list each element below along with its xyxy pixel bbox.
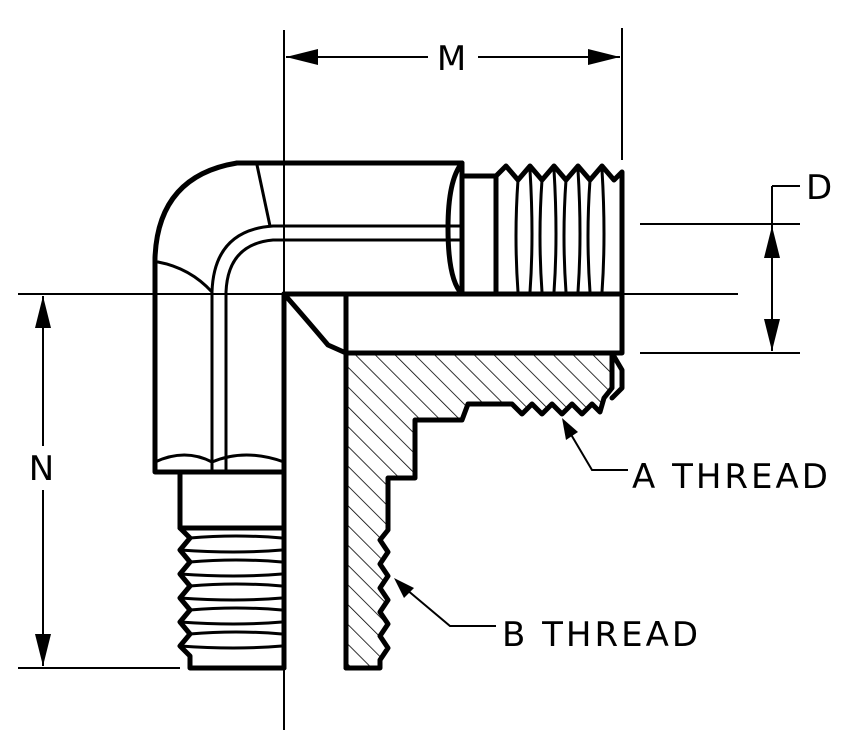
hex-facet-line-1 <box>255 163 272 228</box>
b-thread-shoulder <box>177 469 287 531</box>
d-label: D <box>806 168 835 208</box>
b-thread-leader <box>399 583 496 627</box>
inner-bore-line-outer <box>210 224 464 472</box>
m-label: M <box>437 39 469 79</box>
fitting-exterior-view <box>152 160 625 671</box>
b-thread-outline-left <box>177 525 287 671</box>
inner-bore-line-inner <box>224 238 464 472</box>
neck-shoulder <box>459 173 499 297</box>
b-thread-callout: B THREAD <box>394 578 701 655</box>
a-thread-leader <box>565 425 628 471</box>
a-thread-label: A THREAD <box>632 457 831 497</box>
bore-fillet-curve <box>281 291 349 356</box>
section-hatch-area <box>343 350 615 671</box>
a-thread-chamfer <box>609 350 625 401</box>
d-arrow-bottom <box>764 319 780 351</box>
a-thread-callout: A THREAD <box>562 418 831 497</box>
d-arrow-top <box>764 226 780 258</box>
bore-horizontal-wall <box>281 291 625 356</box>
n-label: N <box>29 449 57 489</box>
m-arrow-left <box>286 49 318 65</box>
n-arrow-bottom <box>35 634 51 666</box>
a-thread-leader-arrow <box>562 418 578 440</box>
neck-curve-outer <box>445 160 465 297</box>
a-thread-crests <box>514 168 606 294</box>
elbow-top-edge <box>234 160 465 297</box>
fitting-section-view <box>281 291 625 671</box>
b-thread-crests <box>178 534 284 650</box>
dimension-d: D <box>640 168 835 354</box>
n-arrow-top <box>35 296 51 328</box>
hex-facet-line-2 <box>156 260 214 294</box>
elbow-outer-outline <box>152 160 287 475</box>
hex-bottom-curve <box>153 453 286 464</box>
m-arrow-right <box>588 49 620 65</box>
b-thread-label: B THREAD <box>502 615 701 655</box>
b-thread-leader-arrow <box>394 578 414 598</box>
